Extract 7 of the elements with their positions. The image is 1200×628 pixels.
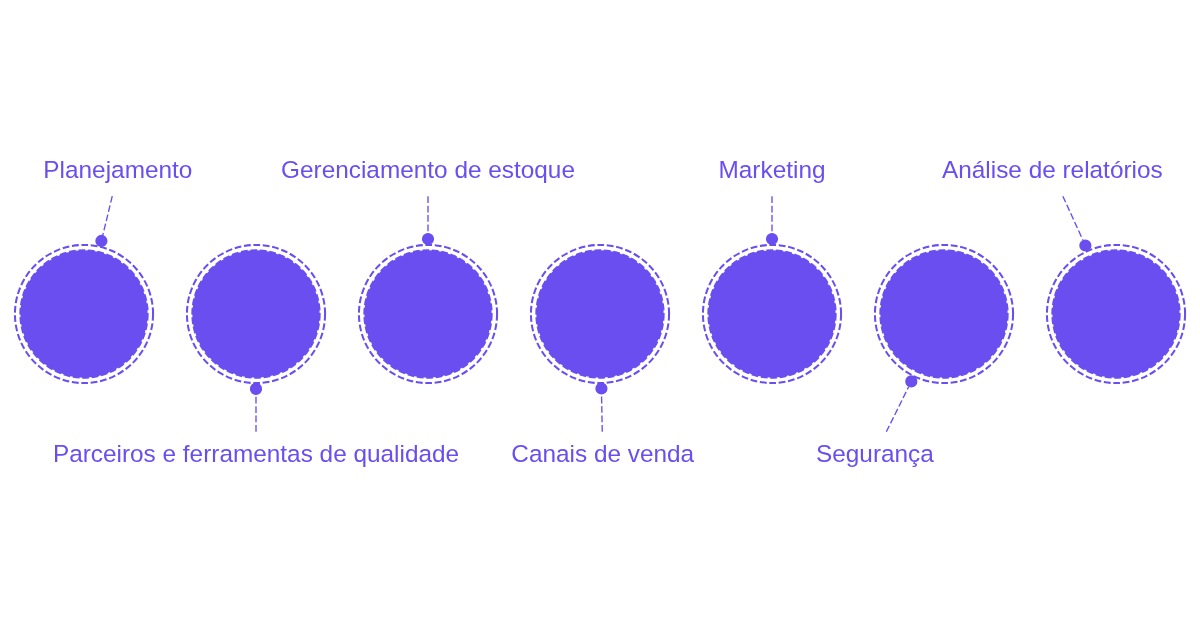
node-text: Análise de relatórios xyxy=(941,155,1163,183)
node-text: Parceiros e ferramentas de qualidade xyxy=(52,440,460,468)
node-text: Marketing xyxy=(718,155,826,183)
node-text: Gerenciamento de estoque xyxy=(281,155,575,183)
node-text: Planejamento xyxy=(43,155,193,183)
node-text: Canais de venda xyxy=(511,440,695,468)
node-text: Segurança xyxy=(816,440,934,468)
